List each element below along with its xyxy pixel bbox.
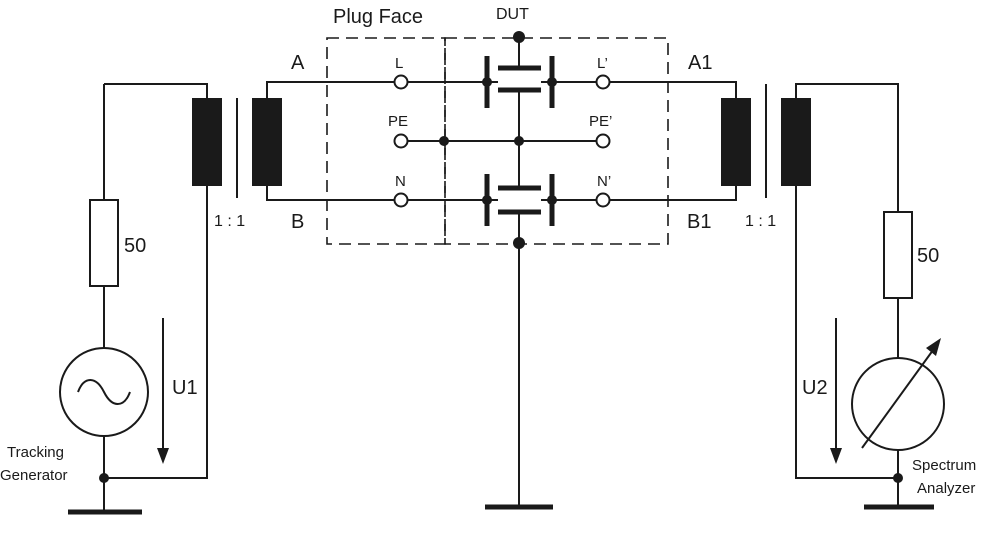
terminal-pe-label: PE (388, 113, 408, 130)
spectrum-analyzer-label-2: Analyzer (917, 480, 975, 497)
spectrum-analyzer-label-1: Spectrum (912, 457, 976, 474)
right-analyzer-circuit (795, 83, 934, 510)
spectrum-analyzer-meter (851, 338, 945, 451)
terminal-l-prime-label: L’ (597, 55, 608, 72)
ratio-left-label: 1 : 1 (214, 213, 245, 230)
dut-network (408, 37, 596, 510)
ratio-right-label: 1 : 1 (745, 213, 776, 230)
transformer-left (192, 98, 282, 198)
u1-label: U1 (172, 377, 198, 399)
terminal-l-label: L (395, 55, 403, 72)
node-a1-label: A1 (688, 52, 712, 74)
junction-left-ground (99, 473, 109, 483)
resistor-right-label: 50 (917, 245, 939, 267)
terminal-n-prime-label: N’ (597, 173, 611, 190)
node-b1-label: B1 (687, 211, 711, 233)
transformer-right (721, 84, 811, 198)
resistor-right (883, 211, 913, 299)
right-secondary-wires (610, 81, 737, 201)
left-source-circuit (68, 83, 208, 515)
terminal-pe-prime-label: PE’ (589, 113, 612, 130)
u1-arrow (157, 318, 169, 464)
node-a-label: A (291, 52, 305, 74)
tracking-generator-label-1: Tracking (7, 444, 64, 461)
u2-arrow (830, 318, 842, 464)
dut-label: DUT (496, 6, 529, 23)
resistor-left-label: 50 (124, 235, 146, 257)
node-b-label: B (291, 211, 304, 233)
terminal-n-label: N (395, 173, 406, 190)
u2-label: U2 (802, 377, 828, 399)
tracking-generator-source (59, 347, 149, 437)
dut-box (444, 37, 669, 245)
plug-face-label: Plug Face (333, 6, 423, 28)
plug-terminals (393, 74, 611, 208)
resistor-left (89, 199, 119, 287)
left-secondary-wires (266, 81, 394, 201)
dut-junctions (439, 31, 557, 249)
tracking-generator-label-2: Generator (0, 467, 68, 484)
junction-right-ground (893, 473, 903, 483)
